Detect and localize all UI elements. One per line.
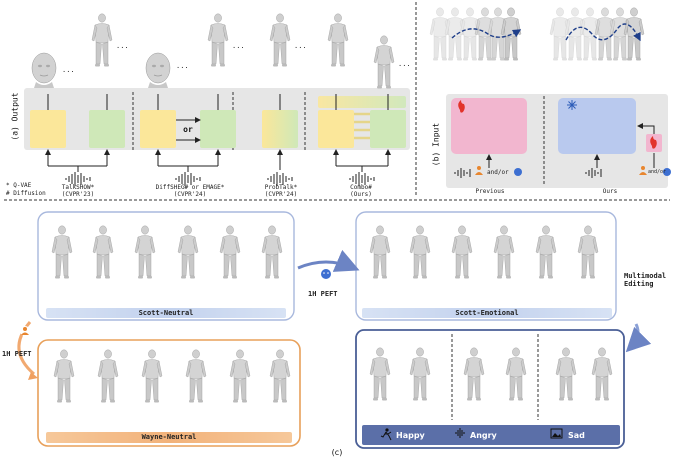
previous-model-block xyxy=(451,98,527,154)
body-mesh xyxy=(623,7,645,62)
ellipsis: ... xyxy=(294,42,307,50)
emotion-happy: Happy xyxy=(396,431,425,440)
waveform-icon xyxy=(585,168,602,178)
multimodal-editing-label: Multimodal Editing xyxy=(624,272,667,288)
body-mesh xyxy=(91,13,113,68)
scott-neutral-box xyxy=(37,211,295,321)
wayne-neutral-label: Wayne-Neutral xyxy=(141,433,197,441)
face-mesh xyxy=(145,52,171,89)
talkshow-encoder xyxy=(30,110,66,148)
body-mesh xyxy=(207,13,229,68)
ellipsis: ... xyxy=(62,66,75,74)
method-label-probtalk: ProbTalk*(CVPR'24) xyxy=(264,184,298,198)
ours-model-block xyxy=(558,98,636,154)
andor-label: and/or xyxy=(487,169,509,176)
peft-label-mid: 1H PEFT xyxy=(308,290,338,298)
legend-qvae: * Q-VAE xyxy=(6,182,32,189)
ellipsis: ... xyxy=(398,60,411,68)
body-mesh xyxy=(327,13,349,68)
previous-label: Previous xyxy=(475,188,505,195)
ours-label: Ours xyxy=(602,188,618,195)
emotion-face-icon xyxy=(514,168,671,176)
method-label-combo: Combo#(Ours) xyxy=(350,184,372,198)
combo-decoder xyxy=(370,110,406,148)
body-mesh xyxy=(373,35,395,89)
output-label: (a) Output xyxy=(10,92,20,141)
probtalk-block xyxy=(262,110,298,148)
scott-emotional-label: Scott-Emotional xyxy=(455,309,519,317)
peft-label-left: 1H PEFT xyxy=(2,350,32,358)
emotion-angry: Angry xyxy=(470,431,497,440)
input-label: (b) Input xyxy=(431,122,441,167)
person-icon xyxy=(23,327,27,331)
waveform-icon xyxy=(65,172,375,186)
emotion-bar xyxy=(362,425,620,445)
body-mesh xyxy=(269,13,291,68)
diffsheg-decoder xyxy=(200,110,236,148)
emotion-face-icon xyxy=(321,269,331,279)
ellipsis: ... xyxy=(116,42,129,50)
running-icon xyxy=(380,428,392,441)
ellipsis: ... xyxy=(232,42,245,50)
legend-diffusion: # Diffusion xyxy=(6,190,46,197)
combo-top-bar xyxy=(318,96,406,108)
fire-icon xyxy=(458,100,465,113)
scott-neutral-label: Scott-Neutral xyxy=(138,309,194,317)
combo-encoder xyxy=(318,110,354,148)
person-icon xyxy=(475,166,647,175)
face-mesh xyxy=(31,52,57,89)
ellipsis: ... xyxy=(176,62,189,70)
waveform-icon xyxy=(455,428,465,438)
method-label-diffsheg: DiffSHEG# or EMAGE*(CVPR'24) xyxy=(155,184,225,198)
diffsheg-encoder xyxy=(140,110,176,148)
image-icon xyxy=(550,428,563,439)
andor-label: and/or xyxy=(648,169,667,175)
fire-icon xyxy=(650,136,657,149)
method-label-talkshow: TalkSHOW*(CVPR'23) xyxy=(61,184,95,198)
talkshow-decoder xyxy=(89,110,125,148)
emotion-sad: Sad xyxy=(568,431,585,440)
scott-emotional-box xyxy=(355,211,617,321)
waveform-icon xyxy=(454,168,471,178)
snowflake-icon xyxy=(567,100,577,110)
caption-c: (c) xyxy=(331,448,343,457)
or-label: or xyxy=(183,125,193,134)
wayne-neutral-box xyxy=(37,339,301,447)
